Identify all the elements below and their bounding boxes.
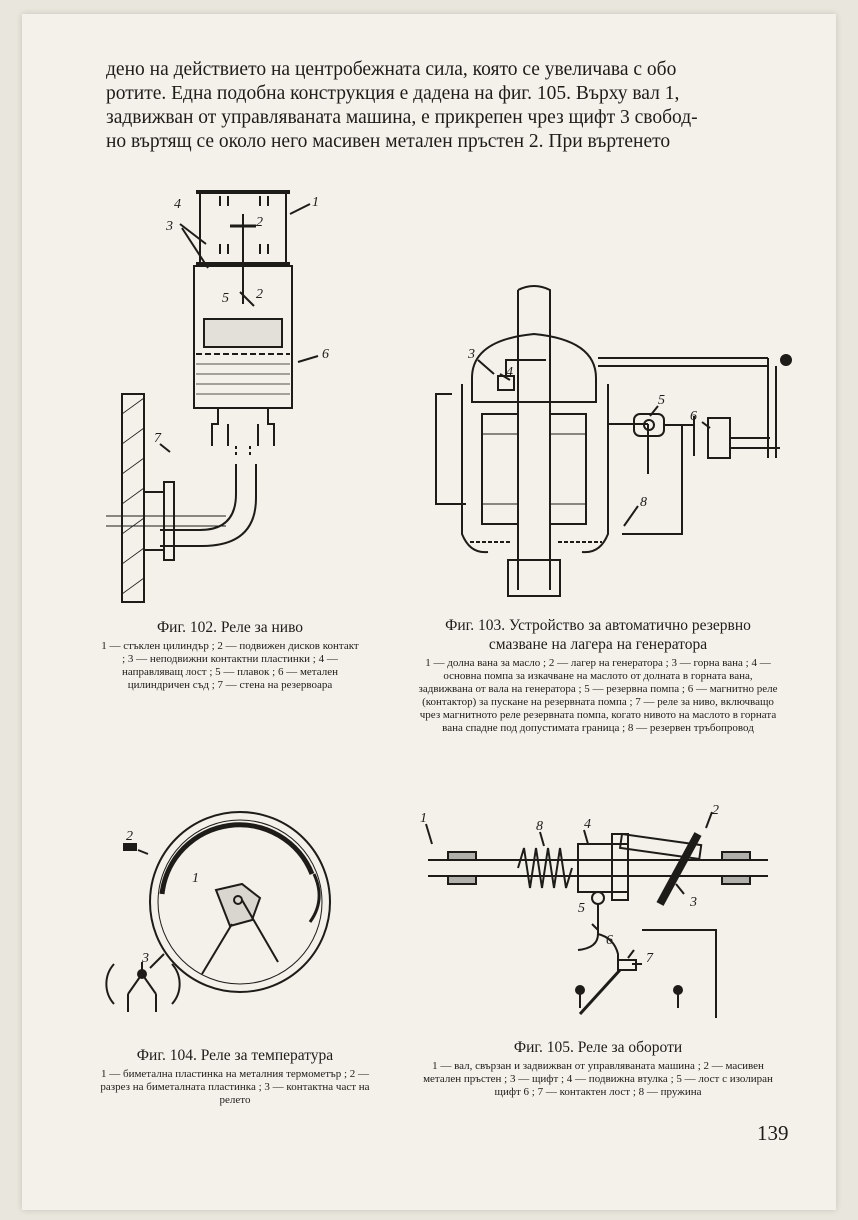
temperature-relay-drawing: 2 1 3 (105, 811, 331, 1012)
figure-caption-title: Фиг. 105. Реле за обороти (513, 1039, 683, 1056)
figure-caption-legend: 1 — долна вана за масло ; 2 — лагер на г… (418, 657, 778, 734)
body-line: дено на действието на центробежната сила… (106, 59, 677, 80)
book-page: дено на действието на центробежната сила… (22, 14, 836, 1210)
figure-label: 5 (658, 393, 665, 408)
figure-label: 6 (690, 409, 697, 424)
figure-label: 8 (536, 819, 543, 834)
body-line: но въртящ се около него масивен метален … (106, 131, 671, 152)
figure-label: 3 (689, 895, 697, 910)
figure-caption-title: Фиг. 103. Устройство за автоматично резе… (445, 617, 751, 653)
figure-label: 4 (174, 197, 181, 212)
figure-label: 2 (712, 803, 719, 818)
figure-102: 4 3 2 1 5 2 6 7 Фиг. 102. Реле за ниво 1… (100, 174, 390, 692)
body-line: ротите. Една подобна конструкция е даден… (106, 83, 680, 104)
figure-label: 2 (256, 215, 263, 230)
figure-label: 6 (606, 933, 613, 948)
figure-label: 1 (192, 871, 199, 886)
figure-caption-title: Фиг. 104. Реле за температура (136, 1047, 334, 1064)
figure-label: 1 (312, 195, 319, 210)
body-line: задвижван от управляваната машина, е при… (106, 107, 698, 128)
figure-label: 7 (154, 431, 162, 446)
figure-label: 4 (584, 817, 591, 832)
figure-label: 2 (126, 829, 133, 844)
page-number: 139 (757, 1121, 789, 1145)
figure-caption-legend: 1 — стъклен цилиндър ; 2 — подвижен диск… (101, 640, 359, 691)
figure-label: 3 (467, 347, 475, 362)
figure-105: 1 8 4 2 3 5 6 7 Фиг. 105. Реле за оборот… (408, 794, 808, 1099)
figure-label: 7 (646, 951, 654, 966)
lubrication-device-drawing: 3 4 5 6 8 (435, 285, 792, 597)
figure-label: 5 (222, 291, 229, 306)
speed-relay-drawing: 1 8 4 2 3 5 6 7 (420, 803, 768, 1018)
figure-label: 2 (256, 287, 263, 302)
figure-caption-legend: 1 — вал, свързан и задвижван от управляв… (423, 1060, 773, 1098)
figure-label: 6 (322, 347, 329, 362)
figure-label: 5 (578, 901, 585, 916)
figure-104: 2 1 3 Фиг. 104. Реле за температура 1 — … (92, 804, 392, 1107)
figure-label: 1 (420, 811, 427, 826)
level-relay-drawing: 4 3 2 1 5 2 6 7 (106, 190, 329, 603)
figure-label: 8 (640, 495, 647, 510)
figure-label: 3 (165, 219, 173, 234)
figure-label: 3 (141, 951, 149, 966)
figure-caption-legend: 1 — биметална пластинка на металния терм… (100, 1068, 370, 1106)
figure-label: 4 (506, 365, 513, 380)
body-text: дено на действието на центробежната сила… (106, 58, 796, 154)
figure-caption-title: Фиг. 102. Реле за ниво (156, 619, 304, 636)
figure-103: 3 4 5 6 8 Фиг. 103. Устройство за автома… (412, 284, 812, 735)
